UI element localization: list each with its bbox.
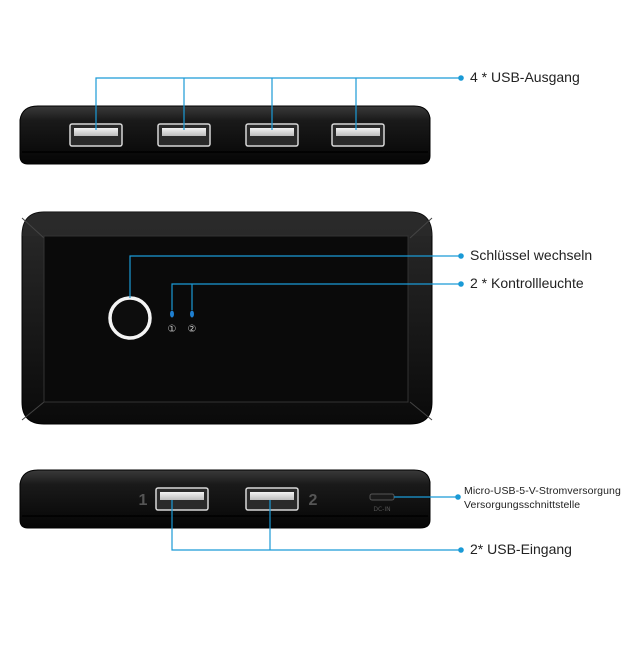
top-face-leader-lines [129, 255, 460, 310]
usb-output-port-2 [157, 123, 211, 147]
label-switch-key: Schlüssel wechseln [470, 247, 593, 263]
power-port-label: DC-IN [373, 506, 390, 513]
port-2-number: 2 [309, 492, 318, 509]
hub-side-inputs: 1 2 DC-IN [19, 469, 431, 529]
annotation-dots [455, 75, 464, 553]
usb-input-port-2 [245, 487, 299, 511]
label-usb-output: 4 * USB-Ausgang [470, 69, 580, 85]
switch-button [108, 296, 152, 340]
led-2-label: ② [188, 324, 197, 335]
led-1-label: ① [168, 324, 177, 335]
usb-input-port-1 [155, 487, 209, 511]
label-power-line2: Versorgungsschnittstelle [464, 499, 581, 511]
hub-top-face: ① ② [21, 211, 433, 425]
label-indicator: 2 * Kontrollleuchte [470, 275, 584, 291]
label-usb-input: 2* USB-Eingang [470, 541, 572, 557]
label-power-line1: Micro-USB-5-V-Stromversorgung [464, 485, 621, 497]
usb-input-leader-lines [171, 496, 460, 551]
usb-output-port-4 [331, 123, 385, 147]
port-1-number: 1 [139, 492, 148, 509]
hub-side-outputs [19, 105, 431, 165]
indicator-led-2 [190, 310, 194, 318]
usb-output-leader-lines [95, 77, 460, 130]
indicator-led-1 [170, 310, 174, 318]
